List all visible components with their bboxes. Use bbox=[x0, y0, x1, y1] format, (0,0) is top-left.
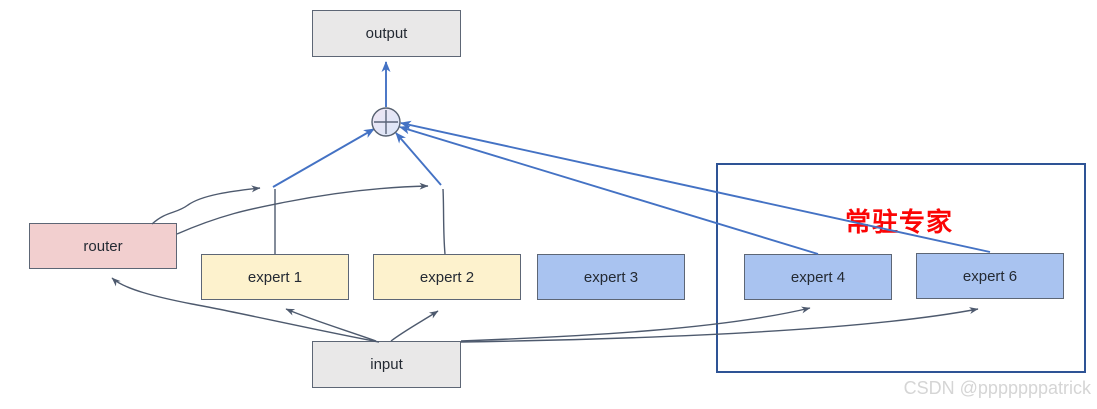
node-expert-2: expert 2 bbox=[373, 254, 521, 300]
node-input-label: input bbox=[370, 356, 403, 373]
plus-icon bbox=[374, 110, 398, 134]
node-expert-3-label: expert 3 bbox=[583, 268, 639, 286]
node-output-label: output bbox=[365, 25, 408, 42]
node-expert-1: expert 1 bbox=[201, 254, 349, 300]
node-expert-4: expert 4 bbox=[744, 254, 892, 300]
edge-input-to-expert2 bbox=[390, 310, 439, 342]
edge-expert2-to-gate2 bbox=[442, 188, 446, 255]
edge-router-to-gate1 bbox=[151, 185, 261, 225]
edge-gate2-to-sum bbox=[395, 132, 442, 186]
csdn-watermark: CSDN @pppppppatrick bbox=[903, 378, 1091, 398]
edge-router-to-gate2 bbox=[176, 182, 429, 235]
edge-gate1-to-sum bbox=[272, 128, 375, 188]
resident-experts-label: 常驻专家 bbox=[845, 207, 954, 237]
edge-input-to-expert1 bbox=[285, 308, 377, 342]
sum-node-icon bbox=[371, 107, 401, 137]
node-output: output bbox=[312, 10, 461, 57]
node-expert-6-label: expert 6 bbox=[962, 267, 1018, 285]
node-expert-6: expert 6 bbox=[916, 253, 1064, 299]
node-router: router bbox=[29, 223, 177, 269]
node-expert-2-label: expert 2 bbox=[419, 268, 475, 286]
node-expert-3: expert 3 bbox=[537, 254, 685, 300]
node-expert-4-label: expert 4 bbox=[790, 268, 846, 286]
node-expert-1-label: expert 1 bbox=[247, 268, 303, 286]
node-router-label: router bbox=[83, 237, 123, 255]
node-input: input bbox=[312, 341, 461, 388]
